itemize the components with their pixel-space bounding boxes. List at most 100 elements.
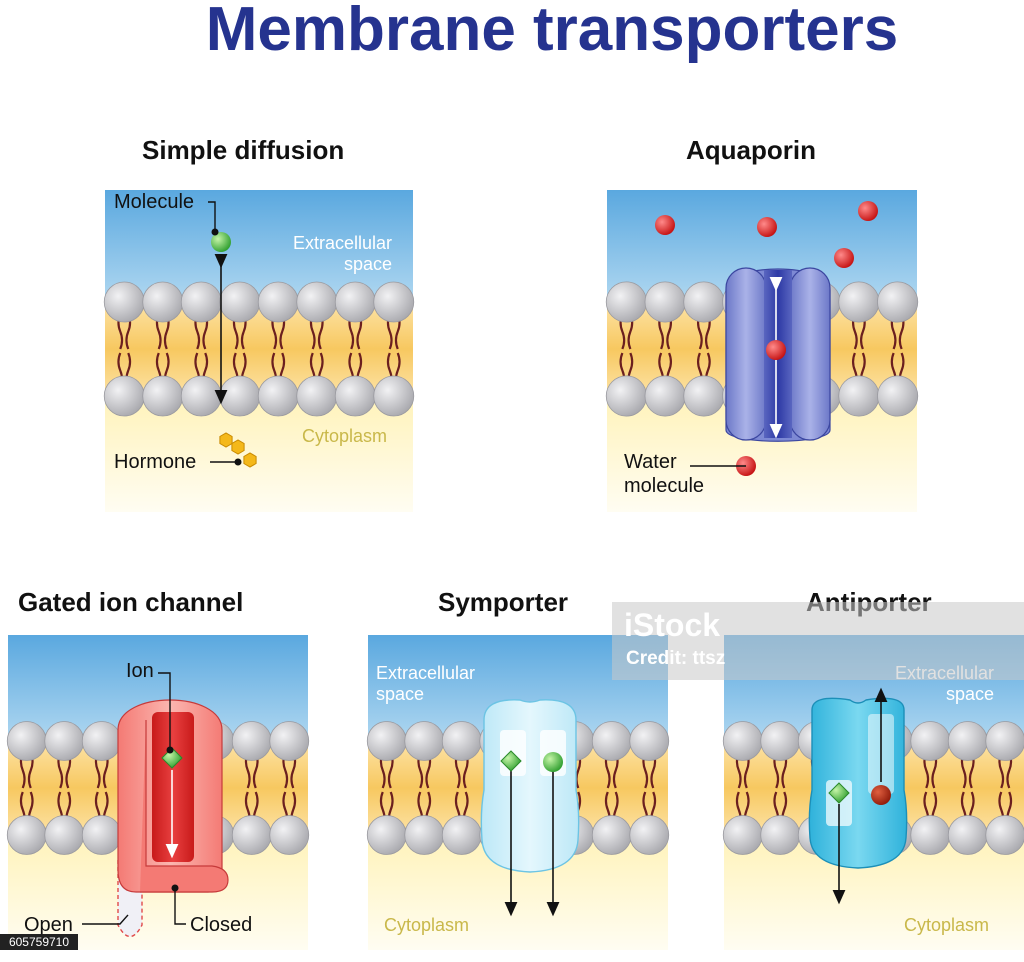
symporter-lipid-head — [591, 721, 632, 761]
simple-diffusion-lipid-head — [180, 281, 222, 323]
antiporter-diamond — [828, 782, 850, 804]
simple-diffusion-lipid-head — [373, 375, 415, 417]
antiporter-extracellular-2: space — [945, 684, 994, 704]
gated-channel-lipid-head — [81, 815, 122, 855]
hormone-leader-dot — [234, 458, 242, 466]
cytoplasm-label: Cytoplasm — [302, 426, 388, 446]
symporter-diamond — [500, 750, 522, 772]
aquaporin-lipid-head — [605, 375, 647, 417]
symporter-lipid-head — [404, 815, 445, 855]
simple-diffusion-lipid-head — [373, 281, 415, 323]
antiporter-lipid-head — [722, 721, 763, 761]
water-molecule — [858, 201, 878, 221]
aquaporin-lipid-head — [683, 375, 725, 417]
gated-channel-lipid-head — [269, 721, 310, 761]
simple-diffusion-lipid-head — [296, 281, 338, 323]
symporter-lipid-head — [441, 815, 482, 855]
simple-diffusion-lipid-head — [103, 281, 145, 323]
gated-channel-lipid-head — [231, 721, 272, 761]
simple-diffusion-lipid-head — [103, 375, 145, 417]
aquaporin-title: Aquaporin — [686, 135, 816, 165]
antiporter-lipid-head — [760, 721, 801, 761]
molecule-label: Molecule — [114, 191, 195, 213]
closed-leader-dot — [171, 884, 179, 892]
aquaporin-lipid-head — [644, 281, 686, 323]
water-label-2: molecule — [624, 475, 705, 497]
extracellular-label-2: space — [343, 254, 392, 274]
water-molecule — [655, 215, 675, 235]
hormone-ring — [243, 452, 257, 468]
gated-ion-channel-title: Gated ion channel — [18, 587, 244, 617]
water-molecule — [766, 340, 786, 360]
water-label-1: Water — [624, 451, 677, 473]
stock-id: 605759710 — [0, 934, 78, 950]
gated-channel-lipid-head — [6, 721, 47, 761]
simple-diffusion-lipid-head — [296, 375, 338, 417]
symporter-lipid-head — [366, 815, 407, 855]
symporter-lipid-head — [629, 721, 670, 761]
aquaporin-lipid-head — [877, 281, 919, 323]
gated-channel-lipid-head — [6, 815, 47, 855]
simple-diffusion-lipid-head — [180, 375, 222, 417]
aquaporin-lipid-head — [644, 375, 686, 417]
hormone-label: Hormone — [114, 451, 197, 473]
water-molecule — [834, 248, 854, 268]
symporter-title: Symporter — [438, 587, 569, 617]
gated-channel-lipid-head — [269, 815, 310, 855]
aquaporin-lipid-head — [838, 281, 880, 323]
antiporter-lipid-head — [947, 721, 988, 761]
simple-diffusion-title: Simple diffusion — [142, 135, 345, 165]
antiporter-panel — [722, 635, 1024, 950]
symporter-extracellular-1: Extracellular — [376, 663, 476, 683]
aquaporin-panel — [605, 190, 919, 512]
simple-diffusion-lipid-head — [257, 281, 299, 323]
simple-diffusion-lipid-head — [219, 281, 261, 323]
hormone-ring — [231, 439, 245, 455]
simple-diffusion-lipid-head — [334, 281, 376, 323]
closed-leader — [174, 888, 186, 925]
symporter-lipid-head — [591, 815, 632, 855]
aquaporin-lipid-head — [683, 281, 725, 323]
simple-diffusion-lipid-head — [257, 375, 299, 417]
molecule-leader-dot — [211, 228, 219, 236]
antiporter-lipid-head — [910, 721, 951, 761]
aquaporin-subunit — [789, 267, 831, 441]
simple-diffusion-lipid-head — [219, 375, 261, 417]
aquaporin-subunit — [725, 267, 767, 441]
aquaporin-lipid-head — [877, 375, 919, 417]
aquaporin-lipid-head — [605, 281, 647, 323]
gated-channel-lipid-head — [231, 815, 272, 855]
molecule-sphere — [211, 232, 231, 252]
ion-diamond — [161, 747, 183, 769]
antiporter-molecule — [871, 785, 891, 805]
antiporter-lipid-head — [760, 815, 801, 855]
symporter-lipid-head — [629, 815, 670, 855]
simple-diffusion-lipid-head — [334, 375, 376, 417]
antiporter-cytoplasm: Cytoplasm — [904, 915, 990, 935]
symporter-molecule — [543, 752, 563, 772]
gated-channel-lipid-head — [44, 721, 85, 761]
gated-channel-lipid-head — [81, 721, 122, 761]
symporter-protein — [480, 699, 580, 873]
simple-diffusion-panel — [103, 190, 415, 512]
watermark-credit: Credit: ttsz — [626, 648, 726, 669]
symporter-lipid-head — [441, 721, 482, 761]
antiporter-lipid-head — [722, 815, 763, 855]
gated-ion-channel-panel — [6, 635, 310, 950]
ion-leader — [158, 672, 171, 750]
simple-diffusion-lipid-head — [142, 375, 184, 417]
diagram-title: Membrane transporters — [205, 0, 899, 64]
symporter-lipid-head — [366, 721, 407, 761]
ion-leader-dot — [166, 746, 174, 754]
symporter-cytoplasm: Cytoplasm — [384, 915, 470, 935]
watermark-band — [612, 602, 1024, 680]
antiporter-lipid-head — [947, 815, 988, 855]
symporter-extracellular-2: space — [376, 684, 425, 704]
water-molecule — [757, 217, 777, 237]
channel-closed-gate — [140, 720, 229, 893]
antiporter-lipid-head — [985, 721, 1024, 761]
ion-label: Ion — [126, 660, 154, 682]
gated-channel-lipid-head — [44, 815, 85, 855]
molecule-leader — [208, 201, 216, 232]
